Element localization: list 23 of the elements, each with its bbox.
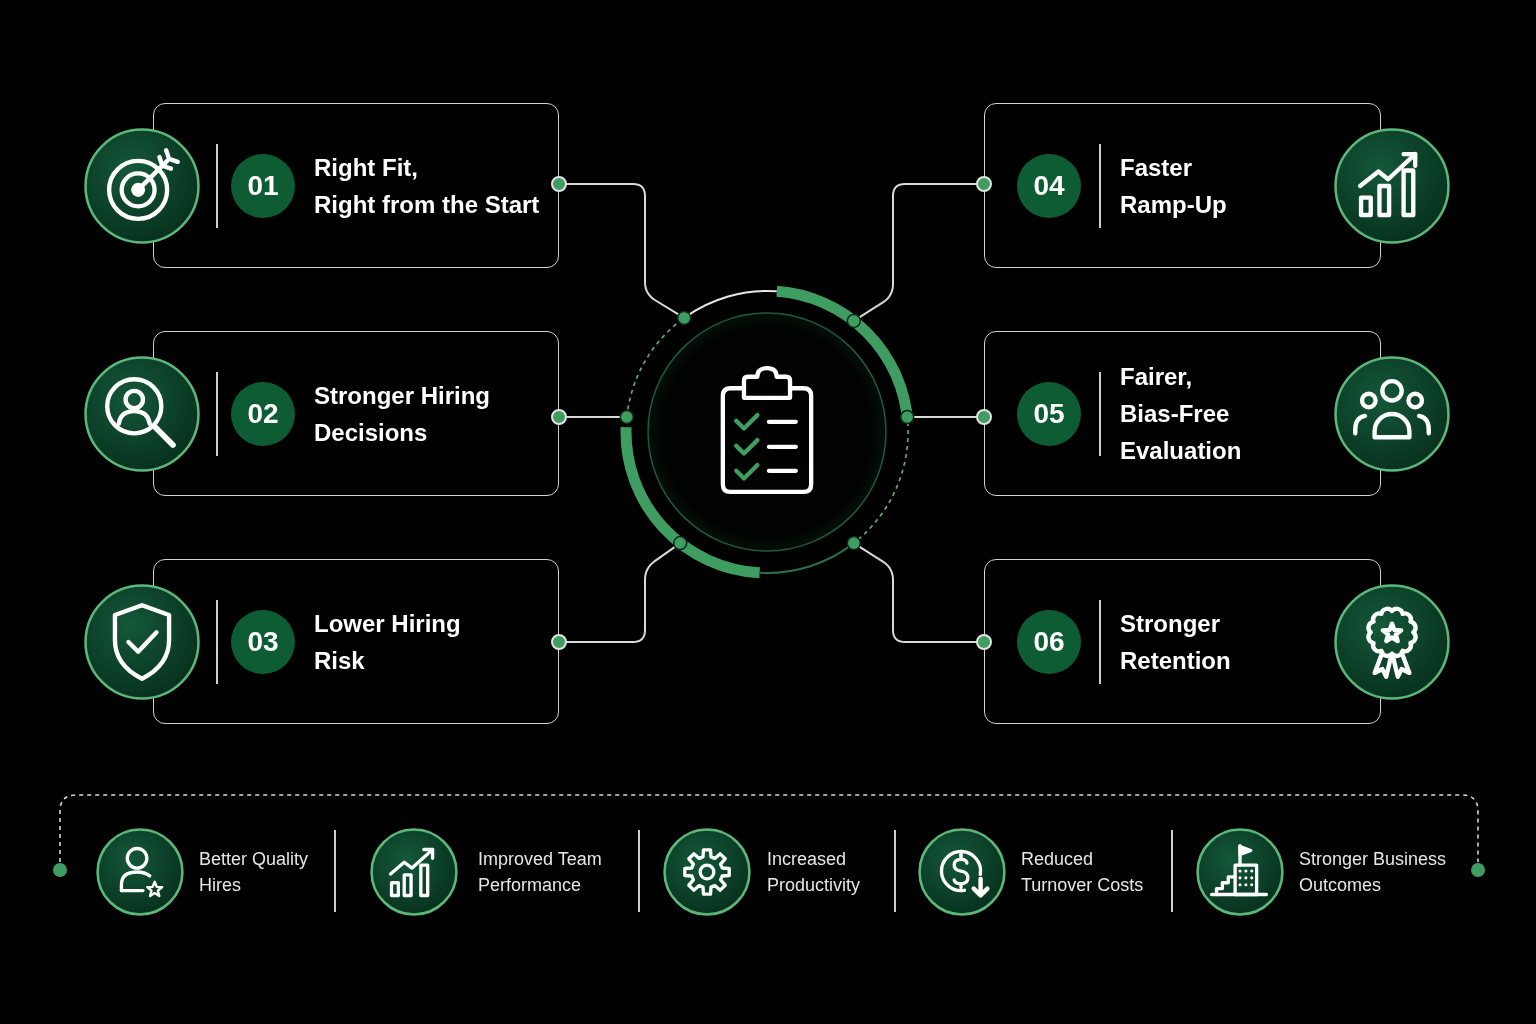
number-badge: 02 [231,382,295,446]
connector-line [899,409,992,425]
benefit-label: Stronger Business Outcomes [1299,848,1447,897]
card-title: Lower Hiring Risk [314,608,461,676]
connector-line [846,176,992,329]
benefit-label: Increased Productivity [767,848,861,897]
number-badge: 04 [1017,154,1081,218]
benefit-label: Better Quality Hires [199,848,309,897]
card-title: Stronger Retention [1120,608,1231,676]
card-title: Right Fit, Right from the Start [314,152,540,220]
benefit-label: Improved Team Performance [478,848,602,897]
number-badge: 01 [231,154,295,218]
connector-line [846,535,992,650]
connector-line [551,176,692,326]
number-badge: 06 [1017,610,1081,674]
benefit-label: Reduced Turnover Costs [1021,848,1144,897]
connector-line [551,535,688,650]
number-badge: 05 [1017,382,1081,446]
card-title: Stronger Hiring Decisions [314,380,490,448]
number-badge: 03 [231,610,295,674]
card-title: Faster Ramp-Up [1120,152,1227,220]
card-title: Fairer, Bias-Free Evaluation [1120,362,1242,466]
connector-line [551,409,635,425]
